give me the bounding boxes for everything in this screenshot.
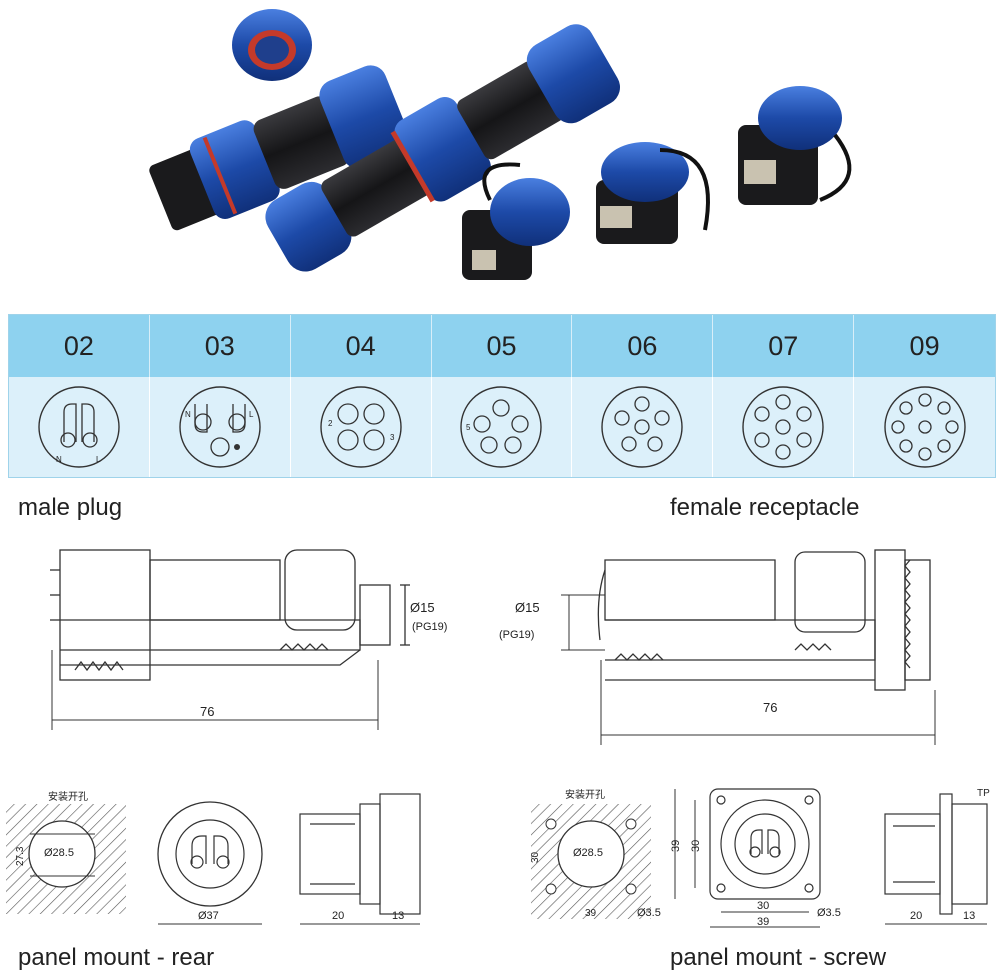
connector-photo-illustration [149,9,852,280]
pin-mark-l: L [96,455,101,464]
panel-rear-label: panel mount - rear [18,944,215,971]
rear-depth-b: 13 [392,910,404,922]
pin-count-table: 02 03 04 05 06 07 09 N L N L [8,314,996,478]
pin-count-05: 05 [431,315,573,377]
pin-mark-5: 5 [466,423,471,432]
screw-width-outer: 39 [757,916,769,928]
pin-count-03: 03 [149,315,291,377]
male-diameter: Ø15 [410,600,435,615]
female-thread: (PG19) [499,629,534,641]
screw-height-inner: 30 [690,840,702,852]
rear-cutout-label: 安装开孔 [48,790,88,803]
pin-count-07: 07 [713,315,855,377]
female-receptacle-drawing: Ø15 (PG19) 76 [499,549,936,745]
screw-depth-a: 20 [910,910,922,922]
male-plug-drawing: Ø15 (PG19) 76 [50,549,447,730]
pinout-04: 2 3 [290,377,432,477]
male-length: 76 [200,704,214,719]
pin-count-02: 02 [9,315,150,377]
screw-side-a: 30 [530,851,541,863]
screw-cutout-label: 安装开孔 [565,788,605,801]
screw-width-inner: 30 [757,900,769,912]
panel-screw-label: panel mount - screw [670,944,887,971]
pinout-09 [854,377,995,477]
pin-count-06: 06 [572,315,714,377]
pinout-05: 5 [431,377,573,477]
pin-mark-n: N [56,455,62,464]
rear-outer-diameter: Ø37 [198,910,219,922]
panel-screw-drawing: 安装开孔 Ø28.5 30 39 Ø3.5 39 30 30 39 Ø3.5 2… [530,788,990,928]
screw-side-b: 39 [585,908,597,919]
screw-hole-size-2: Ø3.5 [817,907,841,919]
pinout-02: N L [9,377,150,477]
rear-hole-diameter: Ø28.5 [44,847,74,859]
receptacle-small-3 [738,86,852,205]
female-diameter: Ø15 [515,600,540,615]
connector-left [149,65,410,231]
rear-depth-a: 20 [332,910,344,922]
receptacle-small-2 [596,142,710,244]
female-length: 76 [763,700,777,715]
pin-mark-l: L [249,410,254,419]
receptacle-small-1 [462,162,570,280]
pin-mark-2: 2 [328,419,333,428]
connector-middle [265,24,621,272]
screw-hole-diameter: Ø28.5 [573,847,603,859]
rear-flat-dim: 27.3 [15,846,26,866]
female-receptacle-label: female receptacle [670,494,860,521]
screw-hole-size: Ø3.5 [637,907,661,919]
pin-mark-3: 3 [390,433,395,442]
screw-depth-b: 13 [963,910,975,922]
pin-count-09: 09 [854,315,995,377]
pin-mark-n: N [185,410,191,419]
screw-tp: TP [977,788,990,799]
screw-height-outer: 39 [670,840,682,852]
pinout-07 [713,377,855,477]
pinout-06 [572,377,714,477]
panel-rear-drawing: 安装开孔 Ø28.5 27.3 Ø37 20 13 [6,790,421,925]
product-photo [0,0,1000,310]
pin-count-04: 04 [290,315,432,377]
male-plug-label: male plug [18,494,123,521]
pinout-03: N L [149,377,291,477]
male-thread: (PG19) [412,621,447,633]
dust-cap-left [232,9,312,81]
